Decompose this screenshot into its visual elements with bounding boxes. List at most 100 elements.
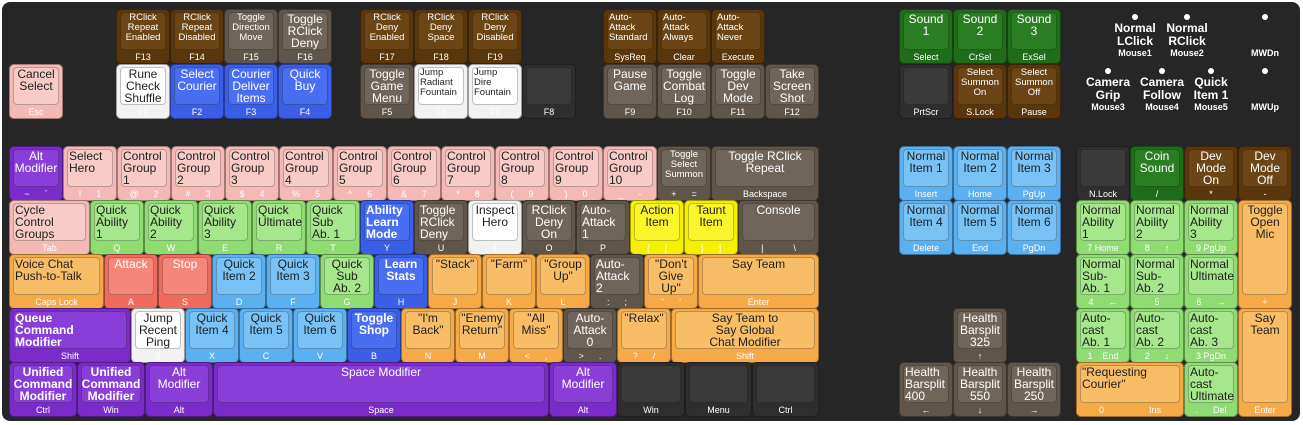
mouse-binding-mwdn[interactable]: MWDn (1238, 14, 1292, 59)
key-k3[interactable]: Control Group 2# 3 (171, 146, 225, 201)
key-lbracket[interactable]: Action Item{ [ (630, 200, 684, 255)
key-f8[interactable]: F8 (522, 64, 576, 119)
key-k1[interactable]: Select Hero! 1 (63, 146, 117, 201)
key-num0[interactable]: "Requesting Courier"0 Ins (1076, 362, 1184, 417)
key-nummul[interactable]: Dev Mode On* (1184, 146, 1238, 201)
key-kplus[interactable]: Toggle Select Summon+ = (657, 146, 711, 201)
key-numadd[interactable]: Toggle Open Mic+ (1238, 200, 1292, 309)
key-right[interactable]: Health Barsplit 250→ (1007, 362, 1061, 417)
key-k4[interactable]: Control Group 3$ 4 (225, 146, 279, 201)
key-semicolon[interactable]: Auto- Attack 2: ; (590, 254, 644, 309)
key-tilde[interactable]: Alt Modifier~ ` (9, 146, 63, 201)
key-n[interactable]: "I'm Back"N (401, 308, 455, 363)
key-k[interactable]: "Farm"K (482, 254, 536, 309)
key-prtscr[interactable]: PrtScr (899, 64, 953, 119)
key-k2[interactable]: Control Group 1@ 2 (117, 146, 171, 201)
key-numlock[interactable]: N.Lock (1076, 146, 1130, 201)
key-menu[interactable]: Menu (685, 362, 752, 417)
key-numdiv[interactable]: Coin Sound/ (1130, 146, 1184, 201)
key-kminus[interactable]: Control Group 10_ - (603, 146, 657, 201)
key-rbracket[interactable]: Taunt Item} ] (684, 200, 738, 255)
key-backslash[interactable]: Console| \ (738, 200, 819, 255)
key-m[interactable]: "Enemy Return"M (455, 308, 509, 363)
key-period[interactable]: Auto- Attack 0> . (563, 308, 617, 363)
key-rctrl[interactable]: Ctrl (752, 362, 819, 417)
key-down[interactable]: Health Barsplit 550↓ (953, 362, 1007, 417)
key-k6[interactable]: Control Group 5^ 6 (333, 146, 387, 201)
key-up[interactable]: Health Barsplit 325↑ (953, 308, 1007, 363)
key-k8[interactable]: Control Group 7* 8 (441, 146, 495, 201)
key-k7[interactable]: Control Group 6& 7 (387, 146, 441, 201)
key-numdot[interactable]: Auto- cast Ultimate. Del (1184, 362, 1238, 417)
key-quote[interactable]: "Don't Give Up"" ' (644, 254, 698, 309)
key-numsub[interactable]: Dev Mode Off- (1238, 146, 1292, 201)
key-j[interactable]: "Stack"J (428, 254, 482, 309)
key-l[interactable]: "Group Up"L (536, 254, 590, 309)
key-k5[interactable]: Control Group 4% 5 (279, 146, 333, 201)
key-k0[interactable]: Control Group 9) 0 (549, 146, 603, 201)
